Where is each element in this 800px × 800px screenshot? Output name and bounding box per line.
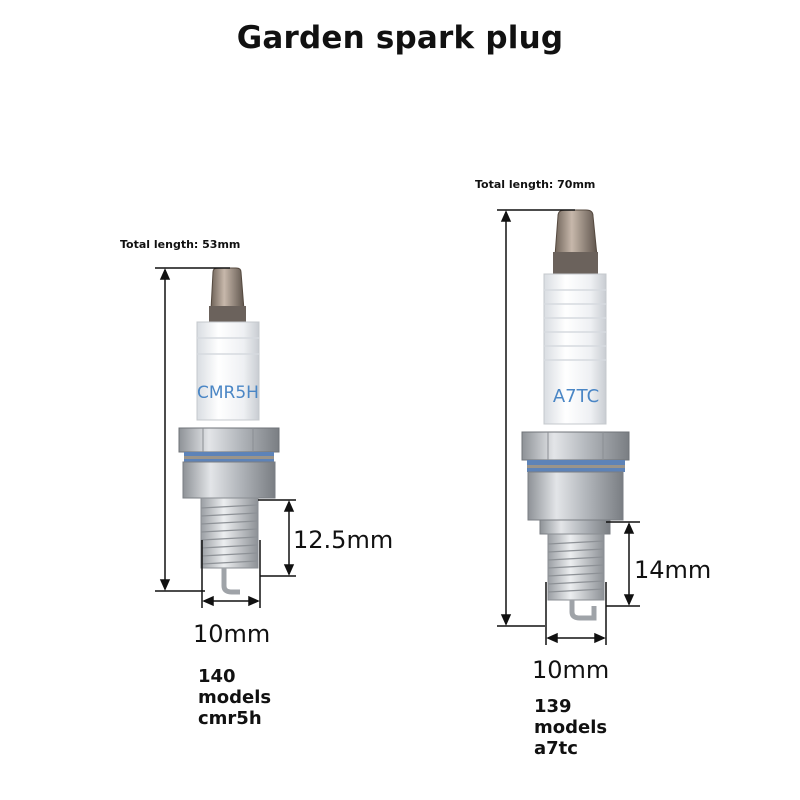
model-label-cmr5h: 140 models cmr5h bbox=[198, 666, 271, 729]
dimension-lines-cmr5h bbox=[155, 267, 296, 608]
model-label-a7tc: 139 models a7tc bbox=[534, 696, 607, 759]
total-length-label-a7tc: Total length: 70mm bbox=[475, 178, 596, 191]
model-line: models bbox=[534, 717, 608, 738]
spark-plug-cmr5h: CMR5H bbox=[178, 267, 280, 595]
plug-print-cmr5h: CMR5H bbox=[197, 383, 259, 403]
diameter-label-a7tc: 10mm bbox=[532, 656, 610, 684]
model-line: a7tc bbox=[534, 738, 578, 759]
spark-plug-a7tc: A7TC bbox=[521, 209, 630, 621]
page-title: Garden spark plug bbox=[236, 20, 564, 56]
model-line: 140 bbox=[198, 666, 236, 687]
model-line: models bbox=[198, 687, 272, 708]
thread-length-label-a7tc: 14mm bbox=[634, 556, 712, 584]
thread-length-label-cmr5h: 12.5mm bbox=[293, 526, 394, 554]
model-line: cmr5h bbox=[198, 708, 262, 729]
total-length-label-cmr5h: Total length: 53mm bbox=[120, 238, 241, 251]
dimension-lines-a7tc bbox=[497, 209, 640, 645]
model-line: 139 bbox=[534, 696, 572, 717]
plug-print-a7tc: A7TC bbox=[553, 386, 599, 407]
diameter-label-cmr5h: 10mm bbox=[193, 620, 271, 648]
